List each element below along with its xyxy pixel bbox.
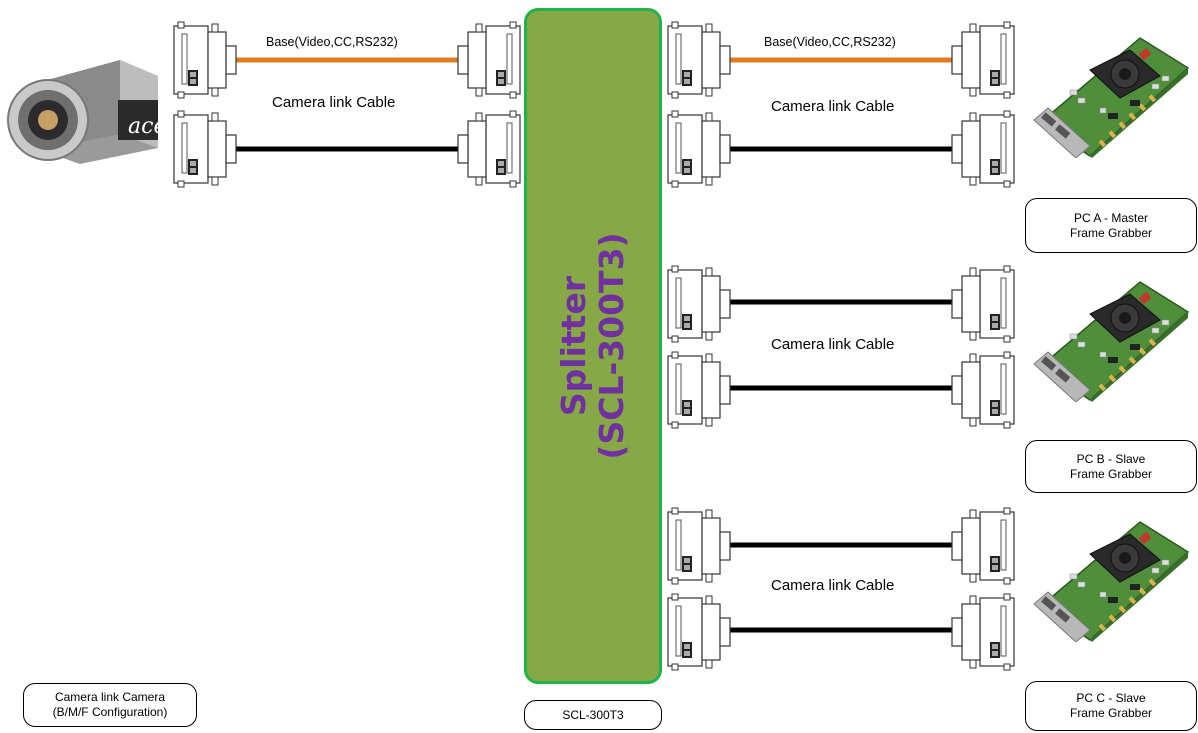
splitter-block xyxy=(524,8,662,684)
pc-b-label-line2: Frame Grabber xyxy=(1069,466,1153,481)
camera-label-box: Camera link Camera (B/M/F Configuration) xyxy=(23,683,197,727)
connector-a-1b xyxy=(951,21,1015,99)
cable-label-c: Camera link Cable xyxy=(771,577,895,594)
connector-c-1a xyxy=(667,507,731,585)
connector-b-2b xyxy=(951,351,1015,429)
frame-grabber-b-image xyxy=(1033,281,1189,402)
connector-left-2a xyxy=(173,110,237,188)
connector-c-2b xyxy=(951,593,1015,671)
splitter-title-line2: (SCL-300T3) xyxy=(592,232,631,460)
frame-grabber-c-image xyxy=(1033,521,1189,642)
cable-label-left: Camera link Cable xyxy=(272,94,396,111)
pc-c-label-line2: Frame Grabber xyxy=(1069,706,1153,720)
cable-label-a: Camera link Cable xyxy=(771,98,895,115)
pc-c-label-line1: PC C - Slave xyxy=(1076,691,1146,705)
camera-logo: ace xyxy=(128,114,166,139)
frame-grabber-a-image xyxy=(1033,37,1189,158)
pc-a-label-box: PC A - Master Frame Grabber xyxy=(1025,198,1197,253)
camera-image xyxy=(7,60,158,164)
splitter-label-box: SCL-300T3 xyxy=(524,700,662,730)
pc-b-label-line1: PC B - Slave xyxy=(1076,451,1146,466)
base-cable-right-label: Base(Video,CC,RS232) xyxy=(764,35,896,49)
splitter-title-line1: Splitter xyxy=(554,275,593,417)
connector-c-2a xyxy=(667,593,731,671)
pc-a-label-line1: PC A - Master xyxy=(1073,210,1149,225)
connector-left-1b xyxy=(457,21,521,99)
pc-b-label-box: PC B - Slave Frame Grabber xyxy=(1025,440,1197,493)
connector-left-1a xyxy=(173,21,237,99)
base-cable-left-label: Base(Video,CC,RS232) xyxy=(266,35,398,49)
pc-a-label-line2: Frame Grabber xyxy=(1069,225,1153,240)
connector-b-1b xyxy=(951,265,1015,343)
connector-a-2b xyxy=(951,110,1015,188)
pc-c-label-box: PC C - Slave Frame Grabber xyxy=(1025,681,1197,731)
connector-a-2a xyxy=(667,110,731,188)
connector-a-1a xyxy=(667,21,731,99)
camera-label-line2: (B/M/F Configuration) xyxy=(52,705,168,719)
connector-left-2b xyxy=(457,110,521,188)
camera-label-line1: Camera link Camera xyxy=(54,690,166,704)
splitter-label: SCL-300T3 xyxy=(562,707,624,722)
connector-b-1a xyxy=(667,265,731,343)
connector-c-1b xyxy=(951,507,1015,585)
cable-label-b: Camera link Cable xyxy=(771,336,895,353)
connector-b-2a xyxy=(667,351,731,429)
splitter-title: Splitter (SCL-300T3) xyxy=(554,232,631,460)
